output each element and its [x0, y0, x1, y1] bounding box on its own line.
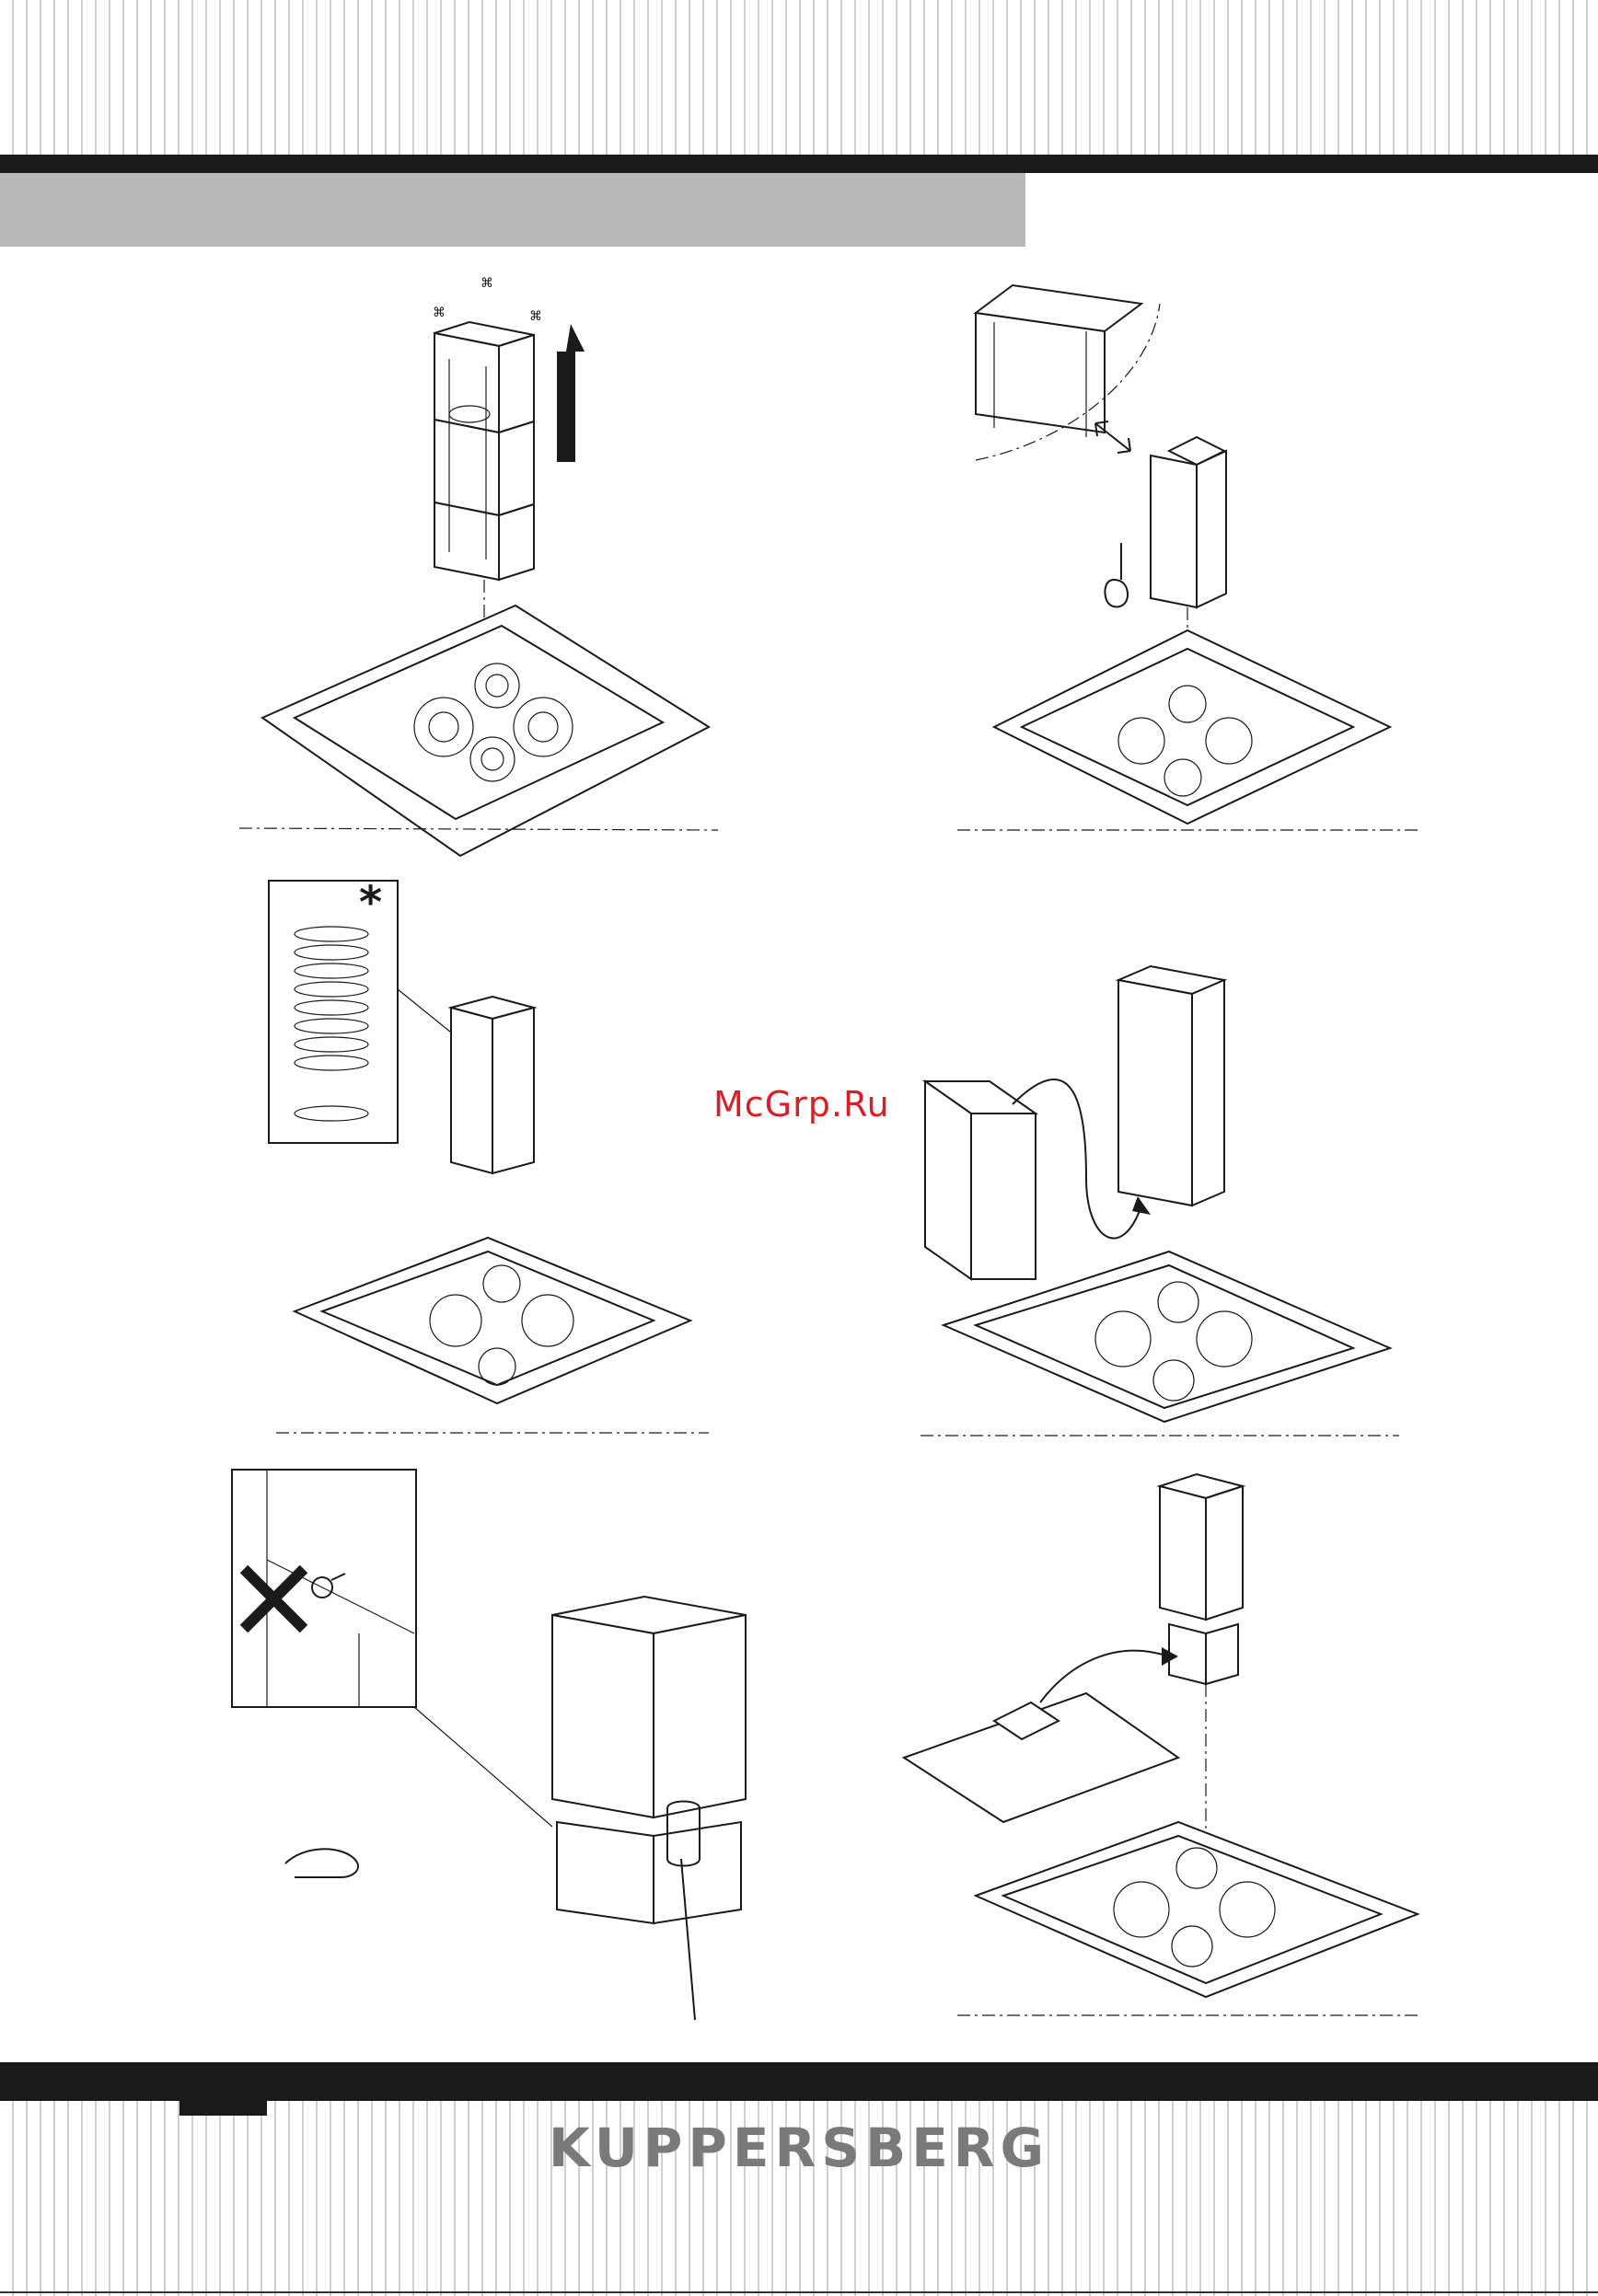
watermark: McGrp.Ru [713, 1084, 890, 1125]
top-stripe-pattern [0, 0, 1598, 155]
curved-arrow-icon [1040, 1647, 1178, 1702]
header-bar [0, 155, 1598, 173]
hand-icon [1105, 543, 1128, 607]
brand-logo: KUPPERSBERG [0, 2117, 1598, 2179]
step-5-illustration [230, 1468, 782, 2038]
asterisk-icon: * [359, 877, 382, 929]
header-band [0, 173, 1025, 247]
step-1-illustration: ⌘ ⌘ ⌘ [239, 267, 736, 856]
page-tab [179, 2101, 267, 2116]
svg-text:⌘: ⌘ [481, 276, 493, 291]
up-arrow-icon [557, 324, 585, 462]
svg-text:⌘: ⌘ [433, 306, 446, 320]
step-6-illustration [902, 1463, 1436, 2034]
svg-text:⌘: ⌘ [529, 309, 542, 324]
screw-icon: ⌘ ⌘ ⌘ [433, 276, 542, 324]
step-2-illustration [957, 267, 1436, 856]
bottom-divider [0, 2291, 1598, 2293]
step-4-illustration [921, 929, 1418, 1445]
step-3-illustration: * [267, 879, 727, 1440]
footer-bar [0, 2062, 1598, 2101]
